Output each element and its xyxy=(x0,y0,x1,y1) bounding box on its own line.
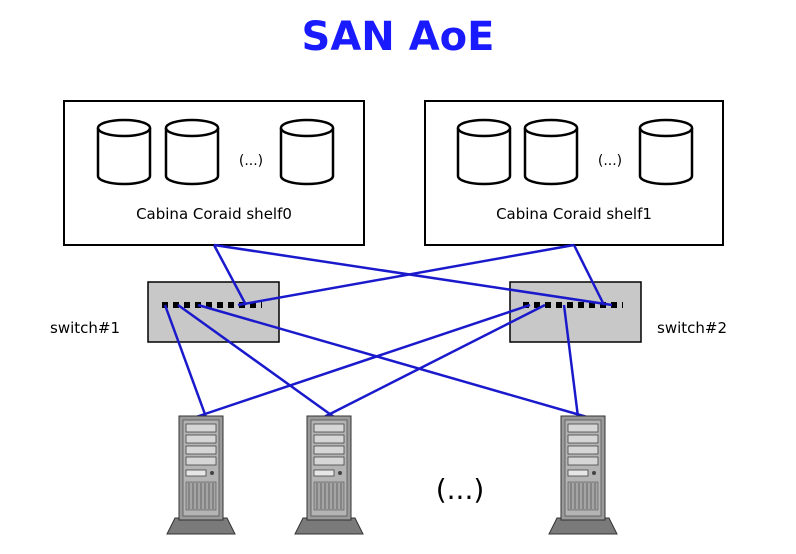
server-1 xyxy=(166,415,236,535)
switch1-label: switch#1 xyxy=(50,319,120,337)
link-switch1-server2 xyxy=(177,303,335,419)
link-switch2-server1 xyxy=(195,303,531,419)
switch1: switch#1 xyxy=(50,281,280,343)
disk-icon xyxy=(456,118,512,186)
disk-icon xyxy=(523,118,579,186)
link-shelf1-switch2 xyxy=(572,244,606,306)
switch2-label: switch#2 xyxy=(657,319,727,337)
network-links xyxy=(163,243,613,419)
server-3 xyxy=(548,415,618,535)
disk-icon xyxy=(164,118,220,186)
link-switch1-server3 xyxy=(197,303,588,419)
server-icon xyxy=(548,415,618,535)
disk-icon xyxy=(638,118,694,186)
switch2: switch#2 xyxy=(509,281,727,343)
diagram-title: SAN AoE xyxy=(301,14,495,60)
shelf1-label: Cabina Coraid shelf1 xyxy=(496,205,652,223)
link-switch2-server3 xyxy=(562,304,580,418)
shelf1-disk-ellipsis: (...) xyxy=(598,153,622,169)
link-switch2-server2 xyxy=(323,303,546,419)
server-icon xyxy=(166,415,236,535)
link-shelf0-switch1 xyxy=(212,244,248,306)
shelf0-label: Cabina Coraid shelf0 xyxy=(136,205,292,223)
server-icon xyxy=(294,415,364,535)
shelf1: (...) Cabina Coraid shelf1 xyxy=(424,100,724,246)
shelf0: (...) Cabina Coraid shelf0 xyxy=(63,100,365,246)
disk-icon xyxy=(279,118,335,186)
servers-ellipsis: (...) xyxy=(436,473,485,506)
link-switch1-server1 xyxy=(163,304,208,418)
disk-icon xyxy=(96,118,152,186)
shelf0-disk-ellipsis: (...) xyxy=(239,153,263,169)
link-shelf1-switch1 xyxy=(237,243,575,307)
server-2 xyxy=(294,415,364,535)
